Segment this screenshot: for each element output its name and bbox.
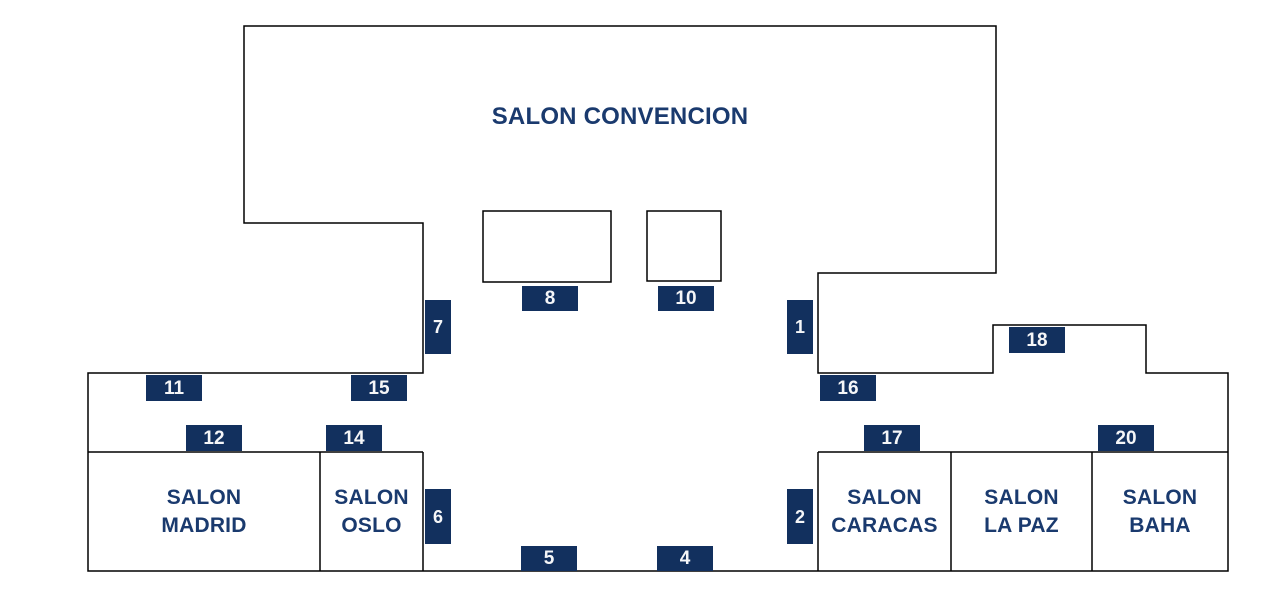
marker-12[interactable]: 12 [186,425,242,451]
marker-16[interactable]: 16 [820,375,876,401]
room-caracas-lapaz-baha-walls [817,451,1228,571]
room-label-madrid: SALON MADRID [88,484,320,540]
booth-box-8 [482,210,612,283]
room-label-oslo: SALON OSLO [320,484,423,540]
marker-5[interactable]: 5 [521,546,577,571]
marker-6[interactable]: 6 [425,489,451,544]
marker-18[interactable]: 18 [1009,327,1065,353]
room-label-baha-line2: BAHA [1129,514,1191,537]
marker-7[interactable]: 7 [425,300,451,354]
marker-14[interactable]: 14 [326,425,382,451]
marker-8[interactable]: 8 [522,286,578,311]
marker-20[interactable]: 20 [1098,425,1154,451]
marker-4[interactable]: 4 [657,546,713,571]
room-label-la-paz-line1: SALON [984,486,1059,509]
room-label-baha-line1: SALON [1122,486,1198,509]
room-label-caracas-line2: CARACAS [831,514,938,537]
marker-1[interactable]: 1 [787,300,813,354]
marker-2[interactable]: 2 [787,489,813,544]
marker-10[interactable]: 10 [658,286,714,311]
room-label-baha: SALON BAHA [1092,484,1228,540]
room-madrid-oslo-walls [88,451,424,571]
room-label-caracas-line1: SALON [847,486,922,509]
booth-box-10 [646,210,722,282]
marker-15[interactable]: 15 [351,375,407,401]
floor-outline [87,25,1229,572]
room-label-oslo-line2: OSLO [341,514,402,537]
room-label-caracas: SALON CARACAS [818,484,951,540]
room-label-oslo-line1: SALON [334,486,409,509]
marker-11[interactable]: 11 [146,375,202,401]
room-label-convencion: SALON CONVENCION [491,103,749,130]
room-label-madrid-line2: MADRID [161,514,247,537]
room-label-madrid-line1: SALON [166,486,242,509]
room-label-la-paz-line2: LA PAZ [984,514,1059,537]
room-label-la-paz: SALON LA PAZ [951,484,1092,540]
marker-17[interactable]: 17 [864,425,920,451]
